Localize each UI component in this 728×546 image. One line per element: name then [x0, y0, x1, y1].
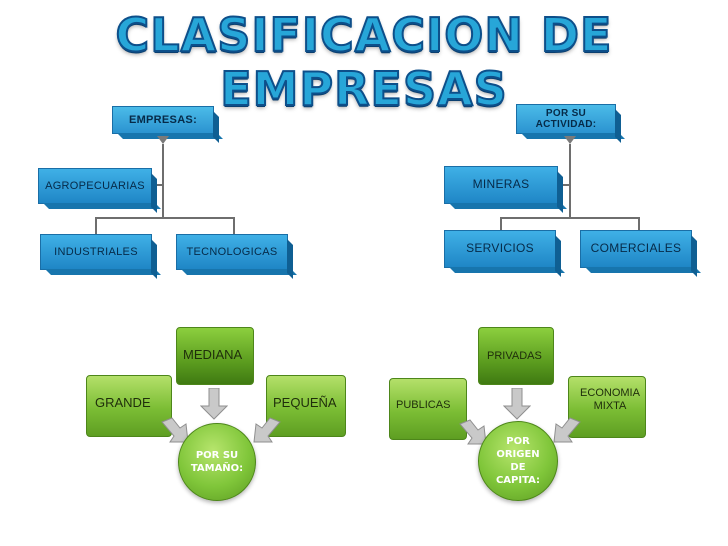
- cycle-left-arrow-left: [253, 417, 281, 443]
- tree-right-root: POR SU ACTIVIDAD:: [516, 104, 616, 134]
- cycle-right-center: POR ORIGEN DE CAPITA:: [478, 421, 558, 501]
- cycle-right-item-privadas: PRIVADAS: [478, 327, 554, 385]
- tree-left-drop-1: [95, 217, 97, 235]
- tree-left-item-industriales: INDUSTRIALES: [40, 234, 152, 270]
- tree-left-item-agropecuarias: AGROPECUARIAS: [38, 168, 152, 204]
- tree-right-root-arrow: [564, 136, 576, 144]
- tree-left-branch-bottom: [95, 217, 235, 219]
- tree-left-root-arrow: [157, 136, 169, 144]
- tree-right-item-comerciales: COMERCIALES: [580, 230, 692, 268]
- cycle-left-arrow-right: [161, 417, 189, 443]
- tree-right-item-servicios: SERVICIOS: [444, 230, 556, 268]
- tree-left-trunk: [162, 144, 164, 218]
- tree-right-drop-2: [638, 217, 640, 233]
- cycle-left-arrow-down: [200, 388, 228, 420]
- cycle-right-arrow-left: [553, 417, 581, 443]
- cycle-left-item-grande: GRANDE: [86, 375, 172, 437]
- cycle-right-item-economia-mixta: ECONOMIA MIXTA: [568, 376, 646, 438]
- tree-right-drop-1: [500, 217, 502, 233]
- page-title: CLASIFICACION DE EMPRESAS: [115, 7, 613, 117]
- tree-right-branch-bottom: [500, 217, 640, 219]
- cycle-right-arrow-down: [503, 388, 531, 420]
- tree-left-root: EMPRESAS:: [112, 106, 214, 134]
- cycle-left-center: POR SU TAMAÑO:: [178, 423, 256, 501]
- cycle-right-item-publicas: PUBLICAS: [389, 378, 467, 440]
- tree-right-trunk: [569, 144, 571, 218]
- cycle-left-item-mediana: MEDIANA: [176, 327, 254, 385]
- cycle-left-item-pequena: PEQUEÑA: [266, 375, 346, 437]
- tree-right-item-mineras: MINERAS: [444, 166, 558, 204]
- tree-left-drop-2: [233, 217, 235, 235]
- tree-left-branch-top: [152, 184, 164, 186]
- cycle-right-arrow-right: [459, 419, 487, 445]
- tree-right-branch-top: [558, 184, 570, 186]
- tree-left-item-tecnologicas: TECNOLOGICAS: [176, 234, 288, 270]
